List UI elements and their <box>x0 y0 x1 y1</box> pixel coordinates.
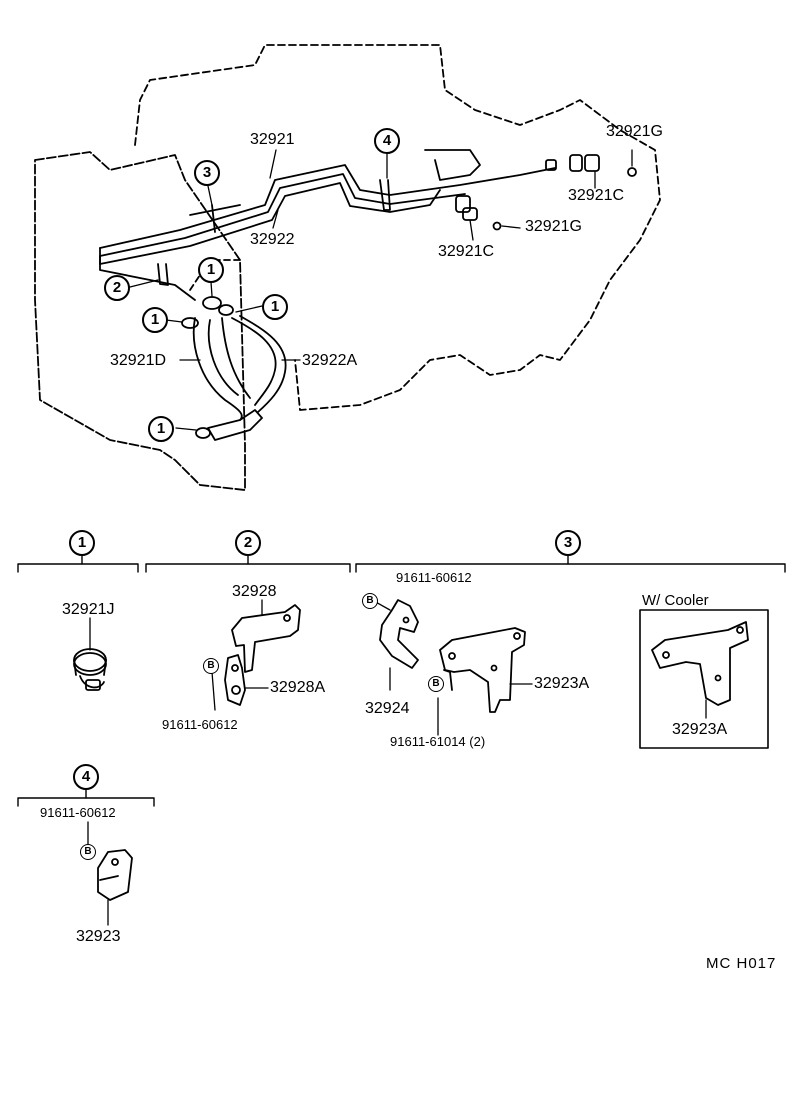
bolt-symbol-g3-bottom: B <box>428 676 444 692</box>
bracket-32924 <box>371 599 419 691</box>
clamp-32928A <box>211 654 269 711</box>
callout-1-main-c: 1 <box>142 307 168 333</box>
bolt-symbol-g4: B <box>80 844 96 860</box>
label-91611-60612-g4: 91611-60612 <box>40 805 116 820</box>
label-32922: 32922 <box>250 231 295 248</box>
leader-lines-main <box>129 149 633 431</box>
section-lines <box>17 555 786 807</box>
fitting-32921C-mid <box>455 195 478 221</box>
pipe-bundle <box>99 149 556 301</box>
callout-4-main: 4 <box>374 128 400 154</box>
label-91611-61014: 91611-61014 (2) <box>390 734 486 749</box>
hose-clamp-32921J <box>73 617 107 691</box>
clamp-32923 <box>87 821 133 926</box>
label-32928: 32928 <box>232 583 277 600</box>
fitting-32921C-right <box>545 154 600 172</box>
label-32923A-cooler: 32923A <box>672 721 728 738</box>
bolt-symbol-g3-top: B <box>362 593 378 609</box>
label-32923: 32923 <box>76 928 121 945</box>
callout-2-main: 2 <box>104 275 130 301</box>
bolt-symbol-g2: B <box>203 658 219 674</box>
cooler-box-frame <box>639 609 769 749</box>
section-2-callout: 2 <box>235 530 261 556</box>
section-1-callout: 1 <box>69 530 95 556</box>
label-32924: 32924 <box>365 700 410 717</box>
section-3-callout: 3 <box>555 530 581 556</box>
clamp-4-on-bundle <box>379 179 391 211</box>
label-32923A: 32923A <box>534 675 590 692</box>
label-32921G-top: 32921G <box>606 123 663 140</box>
label-32928A: 32928A <box>270 679 326 696</box>
engine-outline-front <box>34 151 246 491</box>
label-32921G-mid: 32921G <box>525 218 582 235</box>
clamp-2-on-bundle <box>157 263 169 286</box>
bracket-32928 <box>231 599 301 673</box>
label-32921J: 32921J <box>62 601 115 618</box>
label-91611-60612-g2: 91611-60612 <box>162 717 238 732</box>
label-32921: 32921 <box>250 131 295 148</box>
label-32921C-right: 32921C <box>568 187 625 204</box>
label-32921C-mid: 32921C <box>438 243 495 260</box>
cooler-box-title: W/ Cooler <box>642 592 709 609</box>
callout-1-main-d: 1 <box>148 416 174 442</box>
bracket-32923A <box>437 627 533 736</box>
oring-32921G-mid <box>492 221 502 231</box>
oring-32921G-top <box>627 167 637 177</box>
label-32921D: 32921D <box>110 352 167 369</box>
engine-outline-rear <box>134 44 661 411</box>
clamp-3-on-bundle <box>189 204 241 233</box>
drawing-code: MC H017 <box>706 955 777 972</box>
bracket-32923A-cooler <box>651 621 749 719</box>
section-4-callout: 4 <box>73 764 99 790</box>
hose-assembly <box>181 296 287 441</box>
callout-1-main-b: 1 <box>262 294 288 320</box>
callout-1-main-a: 1 <box>198 257 224 283</box>
callout-3-main: 3 <box>194 160 220 186</box>
label-32922A: 32922A <box>302 352 358 369</box>
label-91611-60612-g3: 91611-60612 <box>396 570 472 585</box>
